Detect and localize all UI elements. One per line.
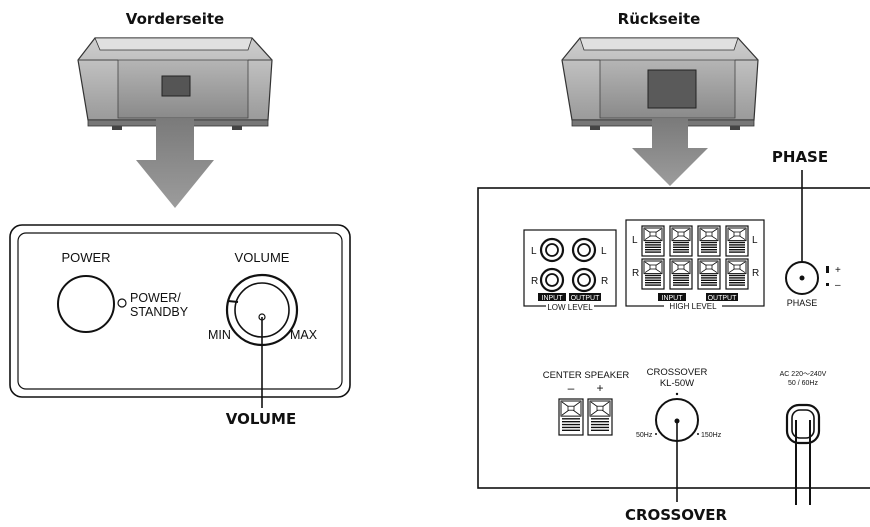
high-level-r-right: R: [752, 268, 759, 279]
phase-minus: –: [835, 280, 841, 291]
rear-title: Rückseite: [618, 10, 701, 28]
volume-knob-pointer: [227, 300, 239, 303]
low-level-l-right: L: [601, 246, 607, 257]
standby-label-line2: STANDBY: [130, 305, 189, 319]
center-speaker-label: CENTER SPEAKER: [543, 370, 630, 381]
high-level-label: HIGH LEVEL: [669, 302, 717, 311]
volume-max-label: MAX: [290, 328, 318, 342]
high-level-input-tag: INPUT: [662, 295, 684, 302]
low-level-l-left: L: [531, 246, 537, 257]
crossover-low-label: 50Hz: [636, 432, 653, 439]
ac-power-cord: [785, 403, 821, 505]
center-speaker-minus: –: [568, 381, 575, 395]
front-title: Vorderseite: [126, 10, 224, 28]
volume-panel-label: VOLUME: [235, 250, 290, 265]
standby-label-line1: POWER/: [130, 291, 181, 305]
high-level-l-left: L: [632, 235, 638, 246]
low-level-label: LOW LEVEL: [547, 303, 593, 312]
high-level-r-left: R: [632, 268, 639, 279]
crossover-label: CROSSOVER: [647, 367, 708, 378]
high-level-terminal-l[interactable]: [725, 225, 749, 257]
crossover-callout: CROSSOVER: [625, 506, 727, 524]
low-level-input-tag: INPUT: [542, 295, 564, 302]
low-level-r-right: R: [601, 276, 608, 287]
high-level-section: L R L R INPUT OUTPUT HIGH LEVEL: [625, 219, 765, 311]
center-speaker-terminal-plus[interactable]: [587, 398, 613, 436]
low-level-section: L R L R INPUT OUTPUT LOW LEVEL: [523, 229, 617, 312]
high-level-terminal-r[interactable]: [641, 258, 665, 290]
high-level-terminal-l[interactable]: [669, 225, 693, 257]
high-level-terminal-r[interactable]: [669, 258, 693, 290]
front-control-panel: [9, 224, 351, 398]
phase-plus: +: [835, 265, 841, 276]
phase-label: PHASE: [787, 298, 818, 308]
rca-jack-input-r[interactable]: [539, 267, 565, 293]
standby-indicator: [117, 298, 127, 308]
high-level-terminal-l[interactable]: [641, 225, 665, 257]
high-level-terminal-r[interactable]: [725, 258, 749, 290]
front-arrow: [136, 118, 214, 208]
low-level-r-left: R: [531, 276, 538, 287]
rear-speaker-illustration: [561, 37, 759, 130]
center-speaker-terminal-minus[interactable]: [558, 398, 584, 436]
high-level-terminals[interactable]: [641, 225, 749, 290]
front-speaker-illustration: [77, 37, 273, 130]
phase-reverse-marker: [826, 283, 829, 286]
high-level-output-tag: OUTPUT: [708, 295, 738, 302]
high-level-l-right: L: [752, 235, 758, 246]
crossover-model: KL-50W: [660, 378, 694, 389]
rca-jack-output-l[interactable]: [571, 237, 597, 263]
high-level-terminal-l[interactable]: [697, 225, 721, 257]
low-level-output-tag: OUTPUT: [571, 295, 601, 302]
center-speaker-terminals[interactable]: [558, 398, 613, 436]
power-button[interactable]: [57, 275, 115, 333]
ac-rating-line2: 50 / 60Hz: [788, 380, 818, 387]
rca-jack-output-r[interactable]: [571, 267, 597, 293]
phase-normal-marker: [826, 266, 829, 273]
high-level-terminal-r[interactable]: [697, 258, 721, 290]
volume-min-label: MIN: [208, 328, 231, 342]
rca-jack-input-l[interactable]: [539, 237, 565, 263]
center-speaker-plus: +: [596, 381, 603, 395]
ac-rating-line1: AC 220～240V: [780, 371, 827, 378]
rear-arrow: [632, 118, 708, 186]
volume-callout: VOLUME: [226, 410, 296, 428]
crossover-high-label: 150Hz: [701, 432, 722, 439]
power-label: POWER: [61, 250, 110, 265]
phase-callout: PHASE: [772, 148, 828, 166]
